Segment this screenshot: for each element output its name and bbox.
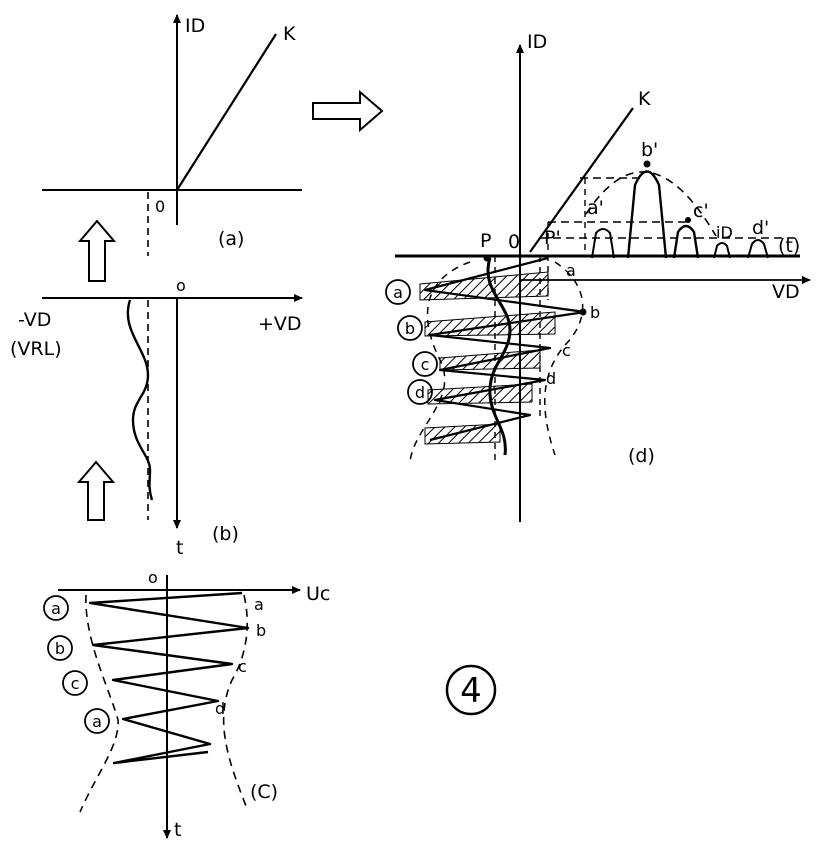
hollow-arrow-up-lower <box>76 460 116 521</box>
panel-d-circled-label: a <box>385 279 411 305</box>
panel-d-point-label: c <box>562 341 571 360</box>
panel-d-pulse <box>591 228 615 259</box>
svg-text:c: c <box>71 674 80 693</box>
panel-d-curve-k <box>529 107 634 253</box>
panel-d-bias-wave <box>486 257 512 456</box>
panel-c-origin: o <box>148 568 158 587</box>
panel-c-peak-label: c <box>238 657 247 676</box>
panel-c-circled-label: a <box>84 708 110 734</box>
panel-c-envelope-right <box>222 594 249 807</box>
panel-c-peak-label: b <box>256 621 266 640</box>
panel-d-circled-label: d <box>407 379 433 405</box>
panel-d-point-dot <box>483 254 491 262</box>
panel-d-pulse <box>672 224 700 259</box>
panel-a-origin: 0 <box>155 197 165 216</box>
panel-c: o Uc t (C) a b c a a b c d <box>43 568 330 841</box>
panel-a: ID K 0 (a) <box>42 14 302 256</box>
panel-d-point-p: P <box>480 230 491 252</box>
panel-d-envelope-left <box>409 261 471 466</box>
panel-a-caption: (a) <box>218 228 244 250</box>
panel-b: o -VD (VRL) +VD t (b) <box>10 276 303 559</box>
figure-number: 4 <box>445 664 497 716</box>
panel-d-pulse-label: b' <box>641 139 658 161</box>
panel-d-y-label: ID <box>527 31 547 53</box>
svg-text:b: b <box>405 319 415 338</box>
figure-number-text: 4 <box>460 671 482 711</box>
panel-d-hatch-band <box>427 383 533 405</box>
panel-d-input-wave <box>423 256 587 442</box>
panel-c-circled-label: c <box>62 670 88 696</box>
panel-d-point-label: b <box>590 303 600 322</box>
panel-d-pulse-label: d' <box>752 217 769 239</box>
panel-d: ID K 0 P P' a' b' c' d' iD (t) VD (d) a … <box>385 31 811 522</box>
svg-text:c: c <box>421 355 430 374</box>
panel-d-time-label: (t) <box>778 235 800 257</box>
panel-d-pulse-envelope <box>585 171 717 237</box>
panel-d-hatch-band <box>424 423 501 445</box>
panel-d-peak-dot <box>643 160 651 168</box>
panel-d-point-dot <box>579 308 587 316</box>
hollow-arrow-up-upper <box>77 219 117 282</box>
panel-a-curve-k <box>176 33 277 191</box>
panel-c-circled-label: a <box>43 595 69 621</box>
panel-d-vd-label: VD <box>772 281 800 303</box>
panel-d-pulse <box>747 239 769 259</box>
panel-c-envelope-left <box>79 594 119 813</box>
panel-b-left-label: -VD <box>18 309 51 331</box>
panel-c-circled-label: b <box>47 635 73 661</box>
panel-d-caption: (d) <box>628 445 655 467</box>
panel-d-peak-dot <box>685 217 691 223</box>
panel-c-caption: (C) <box>250 781 278 803</box>
svg-text:a: a <box>51 599 61 618</box>
panel-a-curve-label: K <box>283 23 296 45</box>
panel-c-time-label: t <box>174 819 181 841</box>
panel-d-origin: 0 <box>508 231 520 253</box>
panel-b-right-label: +VD <box>258 313 302 335</box>
panel-b-caption: (b) <box>212 523 239 545</box>
panel-c-peak-label: a <box>254 595 264 614</box>
svg-text:a: a <box>92 712 102 731</box>
svg-text:b: b <box>55 639 65 658</box>
panel-d-point-label: a <box>566 261 576 280</box>
panel-c-carrier-wave <box>88 591 250 765</box>
panel-d-current-label: iD <box>716 223 733 242</box>
panel-d-pulse-label: a' <box>587 197 604 219</box>
svg-text:a: a <box>393 283 403 302</box>
panel-d-circled-label: b <box>397 315 423 341</box>
panel-b-voltage-wave <box>126 299 154 501</box>
panel-a-y-label: ID <box>185 15 205 37</box>
panel-c-uc-label: Uc <box>306 583 330 605</box>
panel-d-pulse-label: c' <box>693 200 709 222</box>
panel-d-pulse <box>713 242 731 259</box>
panel-b-time-label: t <box>176 537 183 559</box>
panel-d-curve-label: K <box>638 88 651 110</box>
panel-c-peak-label: d <box>215 699 225 718</box>
panel-b-origin: o <box>176 276 186 295</box>
svg-text:d: d <box>415 383 425 402</box>
panel-b-left-sublabel: (VRL) <box>10 338 62 360</box>
panel-d-point-label: d <box>546 369 556 388</box>
panel-d-point-p2: P' <box>544 227 561 249</box>
panel-d-circled-label: c <box>412 351 438 377</box>
hollow-arrow-right <box>312 89 384 133</box>
panel-d-pulse <box>626 170 668 259</box>
